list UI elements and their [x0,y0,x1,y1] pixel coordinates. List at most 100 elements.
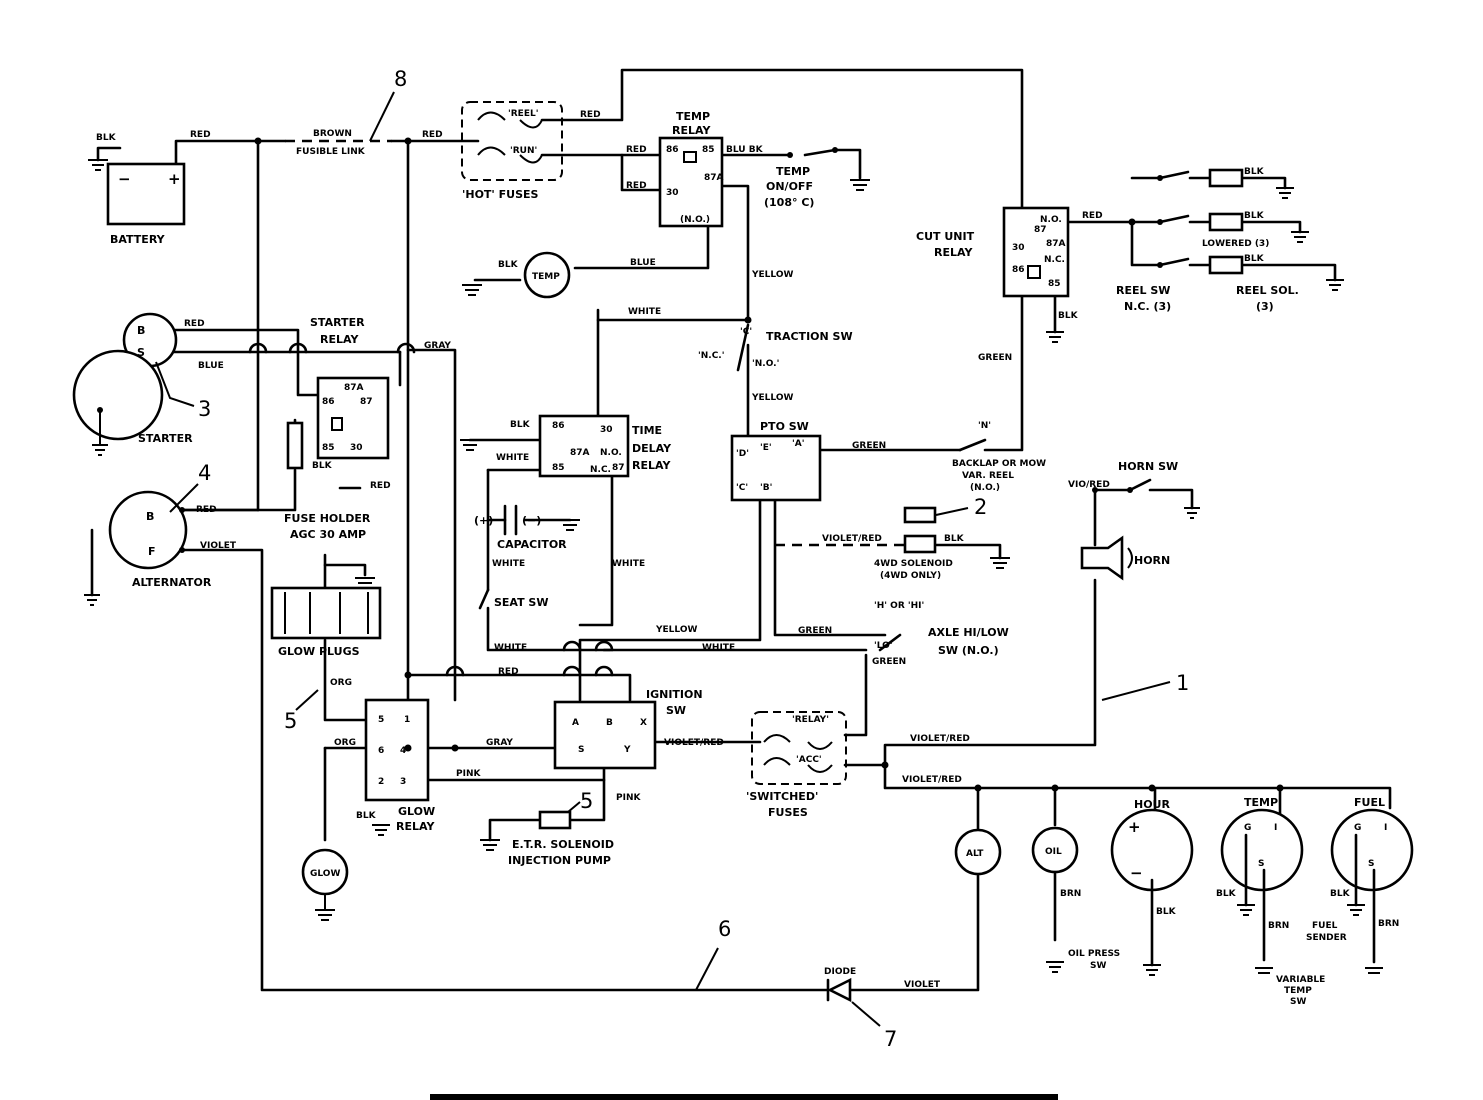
svg-text:6: 6 [378,746,384,756]
svg-text:+: + [1128,818,1141,836]
solenoid-4wd: 4WD SOLENOID (4WD ONLY) [874,506,1010,581]
time-delay-relay: 86 30 85 87A N.O. N.C. 87 TIME DELAY REL… [460,414,672,478]
svg-text:BRN: BRN [1378,919,1399,929]
svg-text:5: 5 [284,709,297,733]
svg-text:WHITE: WHITE [492,559,525,569]
svg-text:RED: RED [370,481,391,491]
svg-text:87A: 87A [570,448,590,458]
svg-text:GREEN: GREEN [872,657,906,667]
svg-text:RED: RED [580,110,601,120]
svg-text:STARTER: STARTER [138,432,193,445]
svg-text:GREEN: GREEN [852,441,886,451]
svg-text:30: 30 [350,443,363,453]
svg-text:'A': 'A' [792,439,804,449]
svg-text:N.C.: N.C. [1044,255,1065,265]
svg-text:RED: RED [498,667,519,677]
svg-text:VIOLET/RED: VIOLET/RED [902,775,962,785]
svg-text:RED: RED [626,181,647,191]
svg-text:TEMP: TEMP [1244,796,1278,809]
svg-text:4: 4 [400,746,406,756]
svg-text:30: 30 [600,425,613,435]
svg-text:86: 86 [666,145,679,155]
traction-switch: 'C' 'N.C.' 'N.O.' TRACTION SW [698,323,853,372]
diode: DIODE [824,967,856,1003]
svg-text:87: 87 [612,463,625,473]
svg-text:N.O.: N.O. [600,448,622,458]
svg-text:85: 85 [322,443,335,453]
svg-text:STARTER: STARTER [310,316,365,329]
svg-text:I: I [1274,823,1277,833]
svg-text:'LO': 'LO' [874,641,893,651]
svg-text:RED: RED [422,130,443,140]
svg-text:4WD SOLENOID: 4WD SOLENOID [874,559,953,569]
svg-text:BLK: BLK [510,420,531,430]
svg-text:OIL PRESS: OIL PRESS [1068,949,1120,959]
svg-text:PTO SW: PTO SW [760,420,809,433]
svg-text:85: 85 [1048,279,1061,289]
temp-gauge: TEMP G I S VARIABLE TEMP SW [1220,796,1325,1007]
svg-text:BLK: BLK [1244,254,1265,264]
svg-text:TRACTION SW: TRACTION SW [766,330,853,343]
svg-text:SW: SW [1290,997,1306,1007]
starter: B S STARTER [72,312,193,456]
seat-switch: SEAT SW [478,588,548,610]
svg-text:BLK: BLK [498,260,519,270]
svg-text:RELAY: RELAY [632,459,671,472]
svg-text:7: 7 [884,1027,897,1051]
svg-text:FUEL: FUEL [1312,921,1338,931]
svg-text:(108° C): (108° C) [764,196,814,209]
svg-text:85: 85 [702,145,715,155]
svg-text:86: 86 [1012,265,1025,275]
svg-text:B: B [137,324,145,337]
svg-text:'N': 'N' [978,421,991,431]
cut-unit-relay: CUT UNIT RELAY N.O. 87 30 87A N.C. 86 85 [916,206,1070,343]
svg-text:2: 2 [974,495,987,519]
svg-text:VARIABLE: VARIABLE [1276,975,1325,985]
svg-text:1: 1 [404,715,410,725]
hot-fuses: 'REEL' 'RUN' 'HOT' FUSES [461,101,563,201]
svg-text:'B': 'B' [760,483,772,493]
svg-text:VIOLET: VIOLET [200,541,237,551]
switched-fuses: 'RELAY' 'ACC' 'SWITCHED' FUSES [746,711,847,819]
svg-text:4: 4 [198,461,211,485]
svg-text:SEAT SW: SEAT SW [494,596,548,609]
svg-text:SENDER: SENDER [1306,933,1347,943]
svg-text:BLK: BLK [1216,889,1237,899]
svg-text:'REEL': 'REEL' [508,109,538,119]
svg-text:ON/OFF: ON/OFF [766,180,813,193]
clipped-footer-marks [430,1094,1058,1100]
svg-text:(N.O.): (N.O.) [680,215,710,225]
svg-text:ALTERNATOR: ALTERNATOR [132,576,212,589]
svg-text:8: 8 [394,67,407,91]
svg-text:BLK: BLK [944,534,965,544]
svg-text:BLK: BLK [1244,211,1265,221]
svg-text:TIME: TIME [632,424,662,437]
svg-text:87A: 87A [1046,239,1066,249]
svg-text:TEMP: TEMP [532,272,560,282]
svg-text:3: 3 [400,777,406,787]
svg-text:N.C.: N.C. [590,465,611,475]
svg-text:RED: RED [190,130,211,140]
svg-text:VIOLET: VIOLET [904,980,941,990]
svg-text:VIO/RED: VIO/RED [1068,480,1110,490]
svg-text:BLUE: BLUE [630,258,656,268]
svg-text:BLUE: BLUE [198,361,224,371]
svg-text:OIL: OIL [1045,847,1062,857]
svg-text:F: F [148,545,156,558]
svg-text:N.C. (3): N.C. (3) [1124,300,1171,313]
svg-text:5: 5 [378,715,384,725]
svg-text:ALT: ALT [966,849,984,859]
svg-text:A: A [572,718,579,728]
svg-text:WHITE: WHITE [628,307,661,317]
pto-switch: 'D' 'E' 'A' 'C' 'B' PTO SW [730,420,822,502]
horn: HORN SW HORN [1080,460,1200,581]
svg-text:FUSIBLE LINK: FUSIBLE LINK [296,147,366,157]
svg-text:X: X [640,718,647,728]
wire-labels: BLK RED BROWN FUSIBLE LINK RED RED RED R… [96,110,1399,990]
svg-text:'N.O.': 'N.O.' [752,359,779,369]
svg-text:S: S [137,346,145,359]
svg-text:(−): (−) [522,514,541,527]
svg-text:'H' OR 'HI': 'H' OR 'HI' [874,601,924,611]
svg-text:ORG: ORG [334,738,356,748]
svg-text:RED: RED [626,145,647,155]
